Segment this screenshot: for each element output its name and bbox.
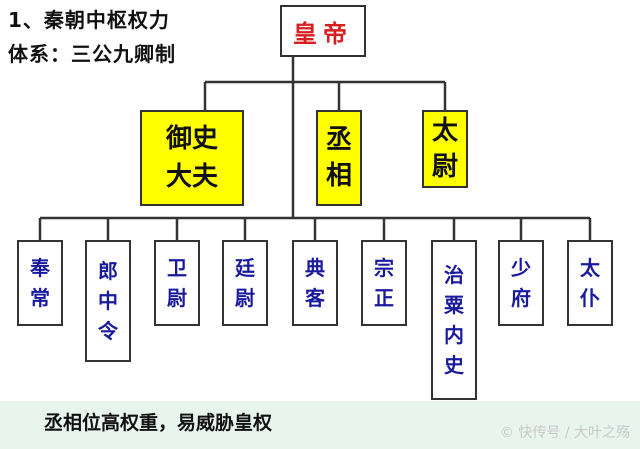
officer-char: 令	[98, 319, 118, 343]
officer-char: 尉	[167, 286, 187, 310]
watermark: © 快传号 / 大叶之殇	[499, 425, 630, 441]
officer-box: 太仆	[567, 240, 613, 326]
officer-box: 宗正	[361, 240, 407, 326]
officer-char: 粟	[444, 293, 464, 317]
officer-char: 廷	[235, 256, 255, 280]
yushi-row-2: 大夫	[165, 162, 218, 192]
minister-taiwei: 太 尉	[422, 110, 468, 188]
emperor-box: 皇帝	[280, 5, 366, 57]
officer-char: 郎	[98, 259, 118, 283]
officer-char: 史	[444, 353, 464, 377]
minister-char: 尉	[431, 152, 458, 182]
officer-box: 治粟内史	[431, 240, 477, 400]
officer-char: 太	[580, 256, 600, 280]
minister-char: 太	[431, 116, 458, 146]
officer-char: 内	[444, 323, 464, 347]
officer-char: 常	[30, 286, 50, 310]
minister-chengxiang: 丞 相	[316, 110, 362, 206]
officer-char: 府	[511, 286, 531, 310]
officer-box: 少府	[498, 240, 544, 326]
officer-char: 仆	[580, 286, 600, 310]
officer-char: 中	[98, 289, 118, 313]
title-line-1: 1、秦朝中枢权力	[8, 8, 170, 32]
officer-box: 奉常	[17, 240, 63, 326]
yushi-row-1: 御史	[165, 124, 218, 154]
officer-char: 奉	[30, 256, 50, 280]
footer-note: 丞相位高权重，易威胁皇权	[44, 412, 273, 434]
officer-box: 典客	[292, 240, 338, 326]
minister-char: 丞	[325, 125, 352, 155]
officer-box: 郎中令	[85, 240, 131, 362]
title-line-2: 体系：三公九卿制	[8, 42, 176, 66]
officer-char: 正	[374, 286, 394, 310]
officer-box: 廷尉	[222, 240, 268, 326]
officer-char: 少	[511, 256, 531, 280]
officer-box: 卫尉	[154, 240, 200, 326]
minister-yushi-dafu: 御史 大夫	[140, 110, 244, 206]
officer-char: 宗	[374, 256, 394, 280]
minister-char: 相	[325, 161, 352, 191]
officer-char: 典	[305, 256, 325, 280]
officer-char: 治	[444, 263, 464, 287]
officer-char: 尉	[235, 286, 255, 310]
footer-band	[0, 401, 640, 449]
officer-char: 卫	[167, 256, 187, 280]
officer-char: 客	[305, 286, 325, 310]
